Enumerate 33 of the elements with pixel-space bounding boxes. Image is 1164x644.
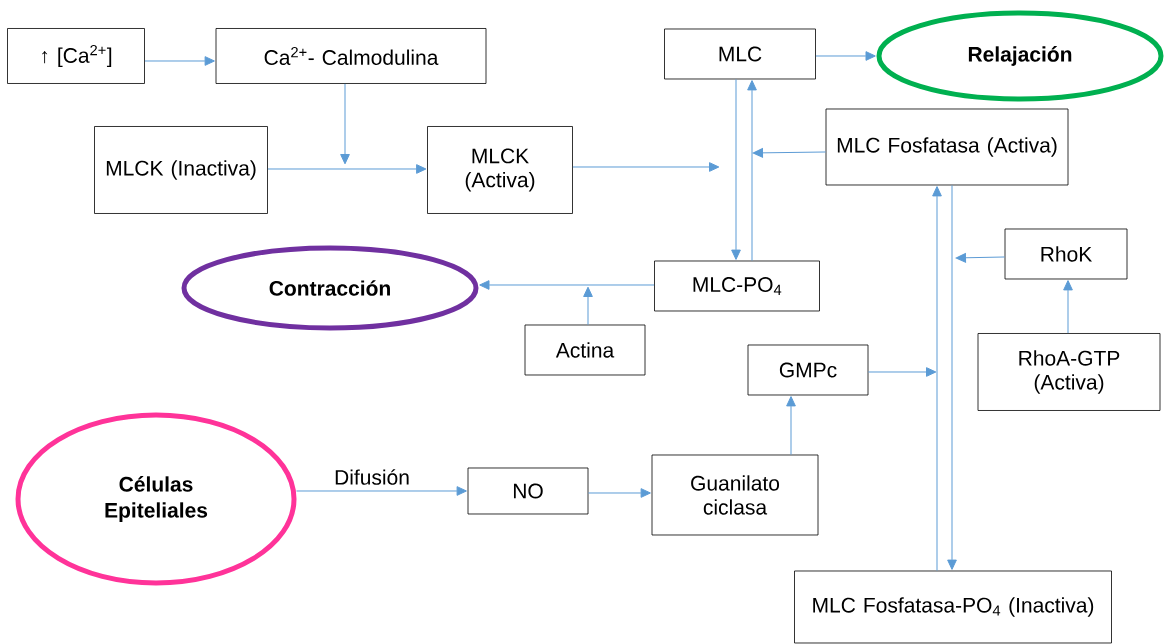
process-box: MLC Fosfatasa (Activa) bbox=[825, 108, 1069, 186]
arrow bbox=[786, 396, 796, 456]
process-box: RhoA-GTP (Activa) bbox=[977, 333, 1161, 411]
arrow bbox=[947, 184, 957, 570]
process-box: Ca$^{2+}$- Calmodulina bbox=[215, 28, 487, 84]
arrow bbox=[267, 164, 427, 174]
arrow bbox=[572, 162, 720, 172]
arrow bbox=[731, 78, 741, 260]
arrow bbox=[752, 148, 827, 158]
arrow bbox=[296, 486, 467, 496]
process-box: MLC-PO$_{4}$ bbox=[654, 260, 820, 312]
process-box: MLCK (Activa) bbox=[427, 126, 573, 214]
arrow bbox=[144, 56, 215, 66]
arrow bbox=[340, 83, 350, 165]
edge-label: Difusión bbox=[333, 468, 411, 486]
process-box: Actina bbox=[524, 324, 646, 376]
arrow bbox=[955, 252, 1006, 263]
arrow bbox=[587, 488, 651, 498]
arrow bbox=[479, 280, 655, 290]
process-box: MLC bbox=[664, 28, 816, 80]
process-box: RhoK bbox=[1004, 228, 1128, 280]
process-box: MLCK (Inactiva) bbox=[94, 126, 268, 214]
process-box: ↑ [Ca$^{2+}$] bbox=[7, 28, 145, 84]
arrow bbox=[583, 286, 593, 326]
arrow bbox=[1063, 280, 1073, 334]
arrow bbox=[747, 80, 757, 262]
process-box: GMPc bbox=[747, 344, 869, 396]
process-box: NO bbox=[467, 467, 589, 515]
arrow bbox=[815, 51, 876, 61]
arrow bbox=[932, 186, 942, 572]
arrow bbox=[867, 367, 937, 377]
process-box: Guanilato ciclasa bbox=[651, 454, 819, 536]
process-box: MLC Fosfatasa-PO$_{4}$ (Inactiva) bbox=[794, 570, 1112, 644]
